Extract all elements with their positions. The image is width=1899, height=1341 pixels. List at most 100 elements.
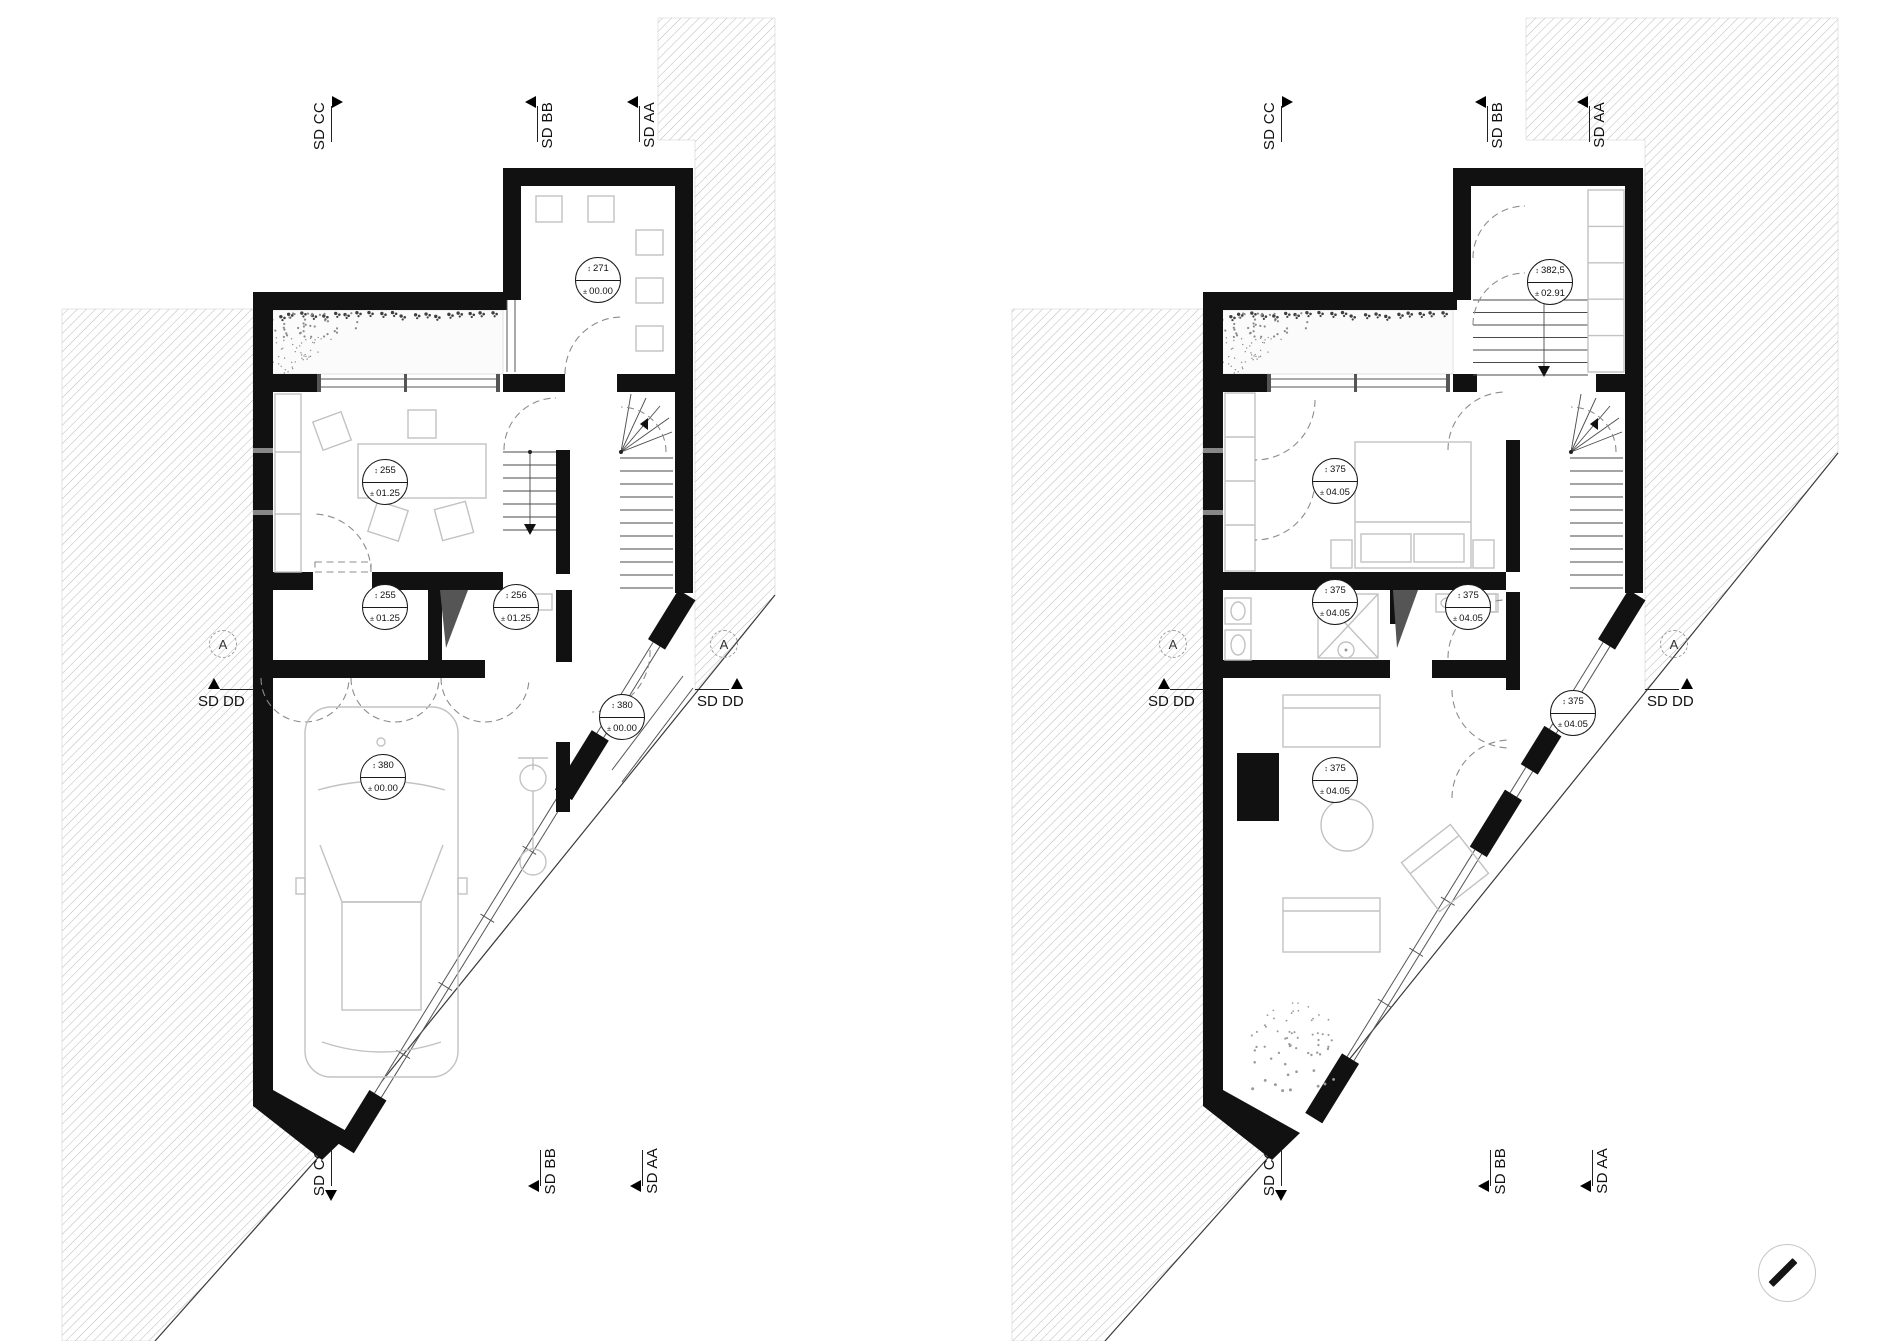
section-arrow-icon [1475, 96, 1486, 108]
height-icon: ↕ [1457, 591, 1461, 601]
room-marker: ↕382,5 ±02.91 [1527, 259, 1573, 305]
room-marker: ↕256 ±01.25 [493, 584, 539, 630]
room-marker: ↕375 ±04.05 [1312, 458, 1358, 504]
room-level-value: 02.91 [1541, 287, 1565, 299]
room-level-value: 01.25 [376, 612, 400, 624]
section-marker-cc-top: SD CC [311, 96, 343, 164]
room-height: ↕375 [1446, 585, 1490, 608]
section-line [639, 106, 640, 142]
room-height-value: 375 [1329, 585, 1346, 597]
section-line [695, 689, 729, 690]
height-icon: ↕ [1535, 266, 1539, 276]
section-line [1487, 106, 1488, 142]
section-marker-aa-top: SD AA [1577, 96, 1614, 164]
section-arrow-icon [1681, 678, 1693, 689]
room-marker: ↕255 ±01.25 [362, 459, 408, 505]
room-level-value: 04.05 [1564, 718, 1588, 730]
north-needle-icon [1768, 1258, 1798, 1287]
north-indicator [1758, 1244, 1816, 1302]
room-level: ±01.25 [363, 483, 407, 505]
section-label: SD CC [1261, 1148, 1278, 1197]
room-marker: ↕271 ±00.00 [575, 257, 621, 303]
room-level-value: 04.05 [1326, 486, 1350, 498]
section-line [1281, 106, 1282, 142]
room-level: ±00.00 [600, 718, 644, 740]
level-icon: ± [1535, 288, 1540, 298]
section-line [537, 106, 538, 142]
room-height-value: 375 [1329, 763, 1346, 775]
room-level-value: 00.00 [589, 285, 613, 297]
section-marker-aa-top: SD AA [627, 96, 664, 164]
room-level: ±00.00 [361, 778, 405, 800]
room-level: ±02.91 [1528, 283, 1572, 305]
room-level-value: 01.25 [376, 487, 400, 499]
section-label: SD DD [198, 693, 245, 710]
room-level-value: 01.25 [507, 612, 531, 624]
section-arrow-icon [1577, 96, 1588, 108]
level-icon: ± [1320, 487, 1325, 497]
room-marker: ↕380 ±00.00 [599, 694, 645, 740]
axis-label: A [1168, 636, 1178, 652]
room-level: ±01.25 [494, 608, 538, 630]
section-arrow-icon [630, 1180, 641, 1192]
room-marker: ↕375 ±04.05 [1550, 690, 1596, 736]
section-arrow-icon [1580, 1180, 1591, 1192]
section-line [331, 1150, 332, 1186]
section-marker-bb-top: SD BB [1475, 96, 1512, 164]
height-icon: ↕ [1324, 465, 1328, 475]
section-label: SD BB [1492, 1148, 1509, 1195]
room-level: ±00.00 [576, 281, 620, 303]
section-arrow-icon [208, 678, 220, 689]
level-icon: ± [370, 488, 375, 498]
section-marker-aa-bottom: SD AA [630, 1148, 667, 1214]
room-marker: ↕380 ±00.00 [360, 754, 406, 800]
section-label: SD AA [644, 1148, 661, 1194]
height-icon: ↕ [587, 264, 591, 274]
section-label: SD BB [542, 1148, 559, 1195]
room-marker: ↕375 ±04.05 [1445, 584, 1491, 630]
section-line [1592, 1150, 1593, 1186]
room-level: ±04.05 [1313, 781, 1357, 803]
height-icon: ↕ [505, 591, 509, 601]
section-arrow-icon [325, 1190, 337, 1201]
room-level: ±04.05 [1313, 482, 1357, 504]
section-arrow-icon [1275, 1190, 1287, 1201]
section-marker-cc-top: SD CC [1261, 96, 1293, 164]
section-arrow-icon [731, 678, 743, 689]
section-arrow-icon [525, 96, 536, 108]
room-height-value: 255 [379, 590, 396, 602]
room-level-value: 00.00 [613, 722, 637, 734]
room-level-value: 04.05 [1326, 607, 1350, 619]
section-line [1589, 106, 1590, 142]
section-line [1490, 1150, 1491, 1186]
section-marker-cc-bottom: SD CC [1261, 1148, 1287, 1214]
room-marker: ↕375 ±04.05 [1312, 757, 1358, 803]
axis-marker-a: A [710, 630, 738, 658]
section-line [540, 1150, 541, 1186]
room-level-value: 04.05 [1459, 612, 1483, 624]
room-level-value: 04.05 [1326, 785, 1350, 797]
room-height: ↕255 [363, 585, 407, 608]
room-marker: ↕375 ±04.05 [1312, 579, 1358, 625]
room-height: ↕271 [576, 258, 620, 281]
section-marker-aa-bottom: SD AA [1580, 1148, 1617, 1214]
room-height: ↕375 [1313, 758, 1357, 781]
section-marker-bb-top: SD BB [525, 96, 562, 164]
room-height: ↕255 [363, 460, 407, 483]
level-icon: ± [370, 613, 375, 623]
level-icon: ± [1320, 608, 1325, 618]
room-height: ↕380 [361, 755, 405, 778]
section-arrow-icon [1158, 678, 1170, 689]
axis-marker-a: A [1660, 630, 1688, 658]
section-line [642, 1150, 643, 1186]
room-marker: ↕255 ±01.25 [362, 584, 408, 630]
section-label: SD CC [311, 102, 328, 151]
room-height-value: 255 [379, 465, 396, 477]
room-level: ±04.05 [1551, 714, 1595, 736]
section-arrow-icon [528, 1180, 539, 1192]
axis-label: A [719, 636, 729, 652]
height-icon: ↕ [611, 701, 615, 711]
section-line [1645, 689, 1679, 690]
section-label: SD BB [1489, 102, 1506, 149]
